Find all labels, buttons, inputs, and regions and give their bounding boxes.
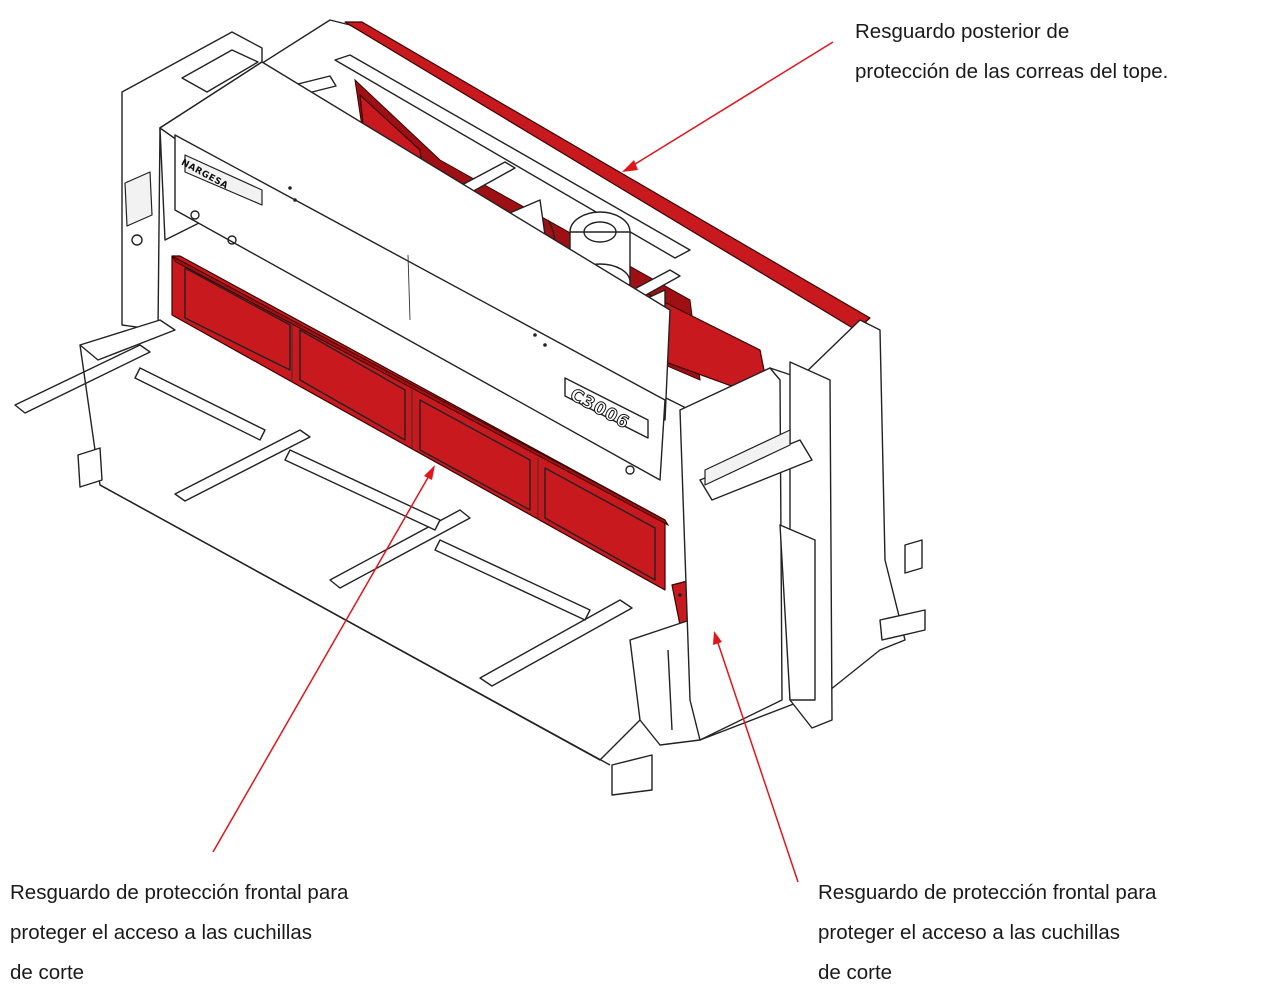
rear-guard-label-line2: protección de las correas del tope.	[855, 60, 1169, 83]
rear-belt-guard	[344, 21, 871, 331]
front-guard-left-line1: Resguardo de protección frontal para	[10, 881, 349, 904]
front-blade-guard-long	[171, 255, 670, 591]
upper-blade-beam	[159, 61, 671, 481]
front-guard-right-line2: proteger el acceso a las cuchillas	[818, 921, 1120, 944]
front-guard-left-line2: proteger el acceso a las cuchillas	[10, 921, 312, 944]
front-guard-left-line3: de corte	[10, 961, 85, 984]
rear-guard-label-line1: Resguardo posterior de	[855, 20, 1070, 43]
front-guard-left-label: Resguardo de protección frontal para pro…	[10, 873, 348, 993]
rear-guard-label: Resguardo posterior de protección de las…	[855, 12, 1168, 92]
left-guard-arrow	[212, 473, 431, 853]
right-side-frame	[611, 319, 926, 796]
rear-guard-arrow	[631, 41, 834, 167]
front-guard-right-line3: de corte	[818, 961, 893, 984]
front-guard-right-line1: Resguardo de protección frontal para	[818, 881, 1157, 904]
front-table-arms	[14, 319, 641, 766]
right-guard-arrow	[716, 639, 799, 883]
front-guard-right-label: Resguardo de protección frontal para pro…	[818, 873, 1156, 993]
callout-arrows	[212, 41, 834, 883]
